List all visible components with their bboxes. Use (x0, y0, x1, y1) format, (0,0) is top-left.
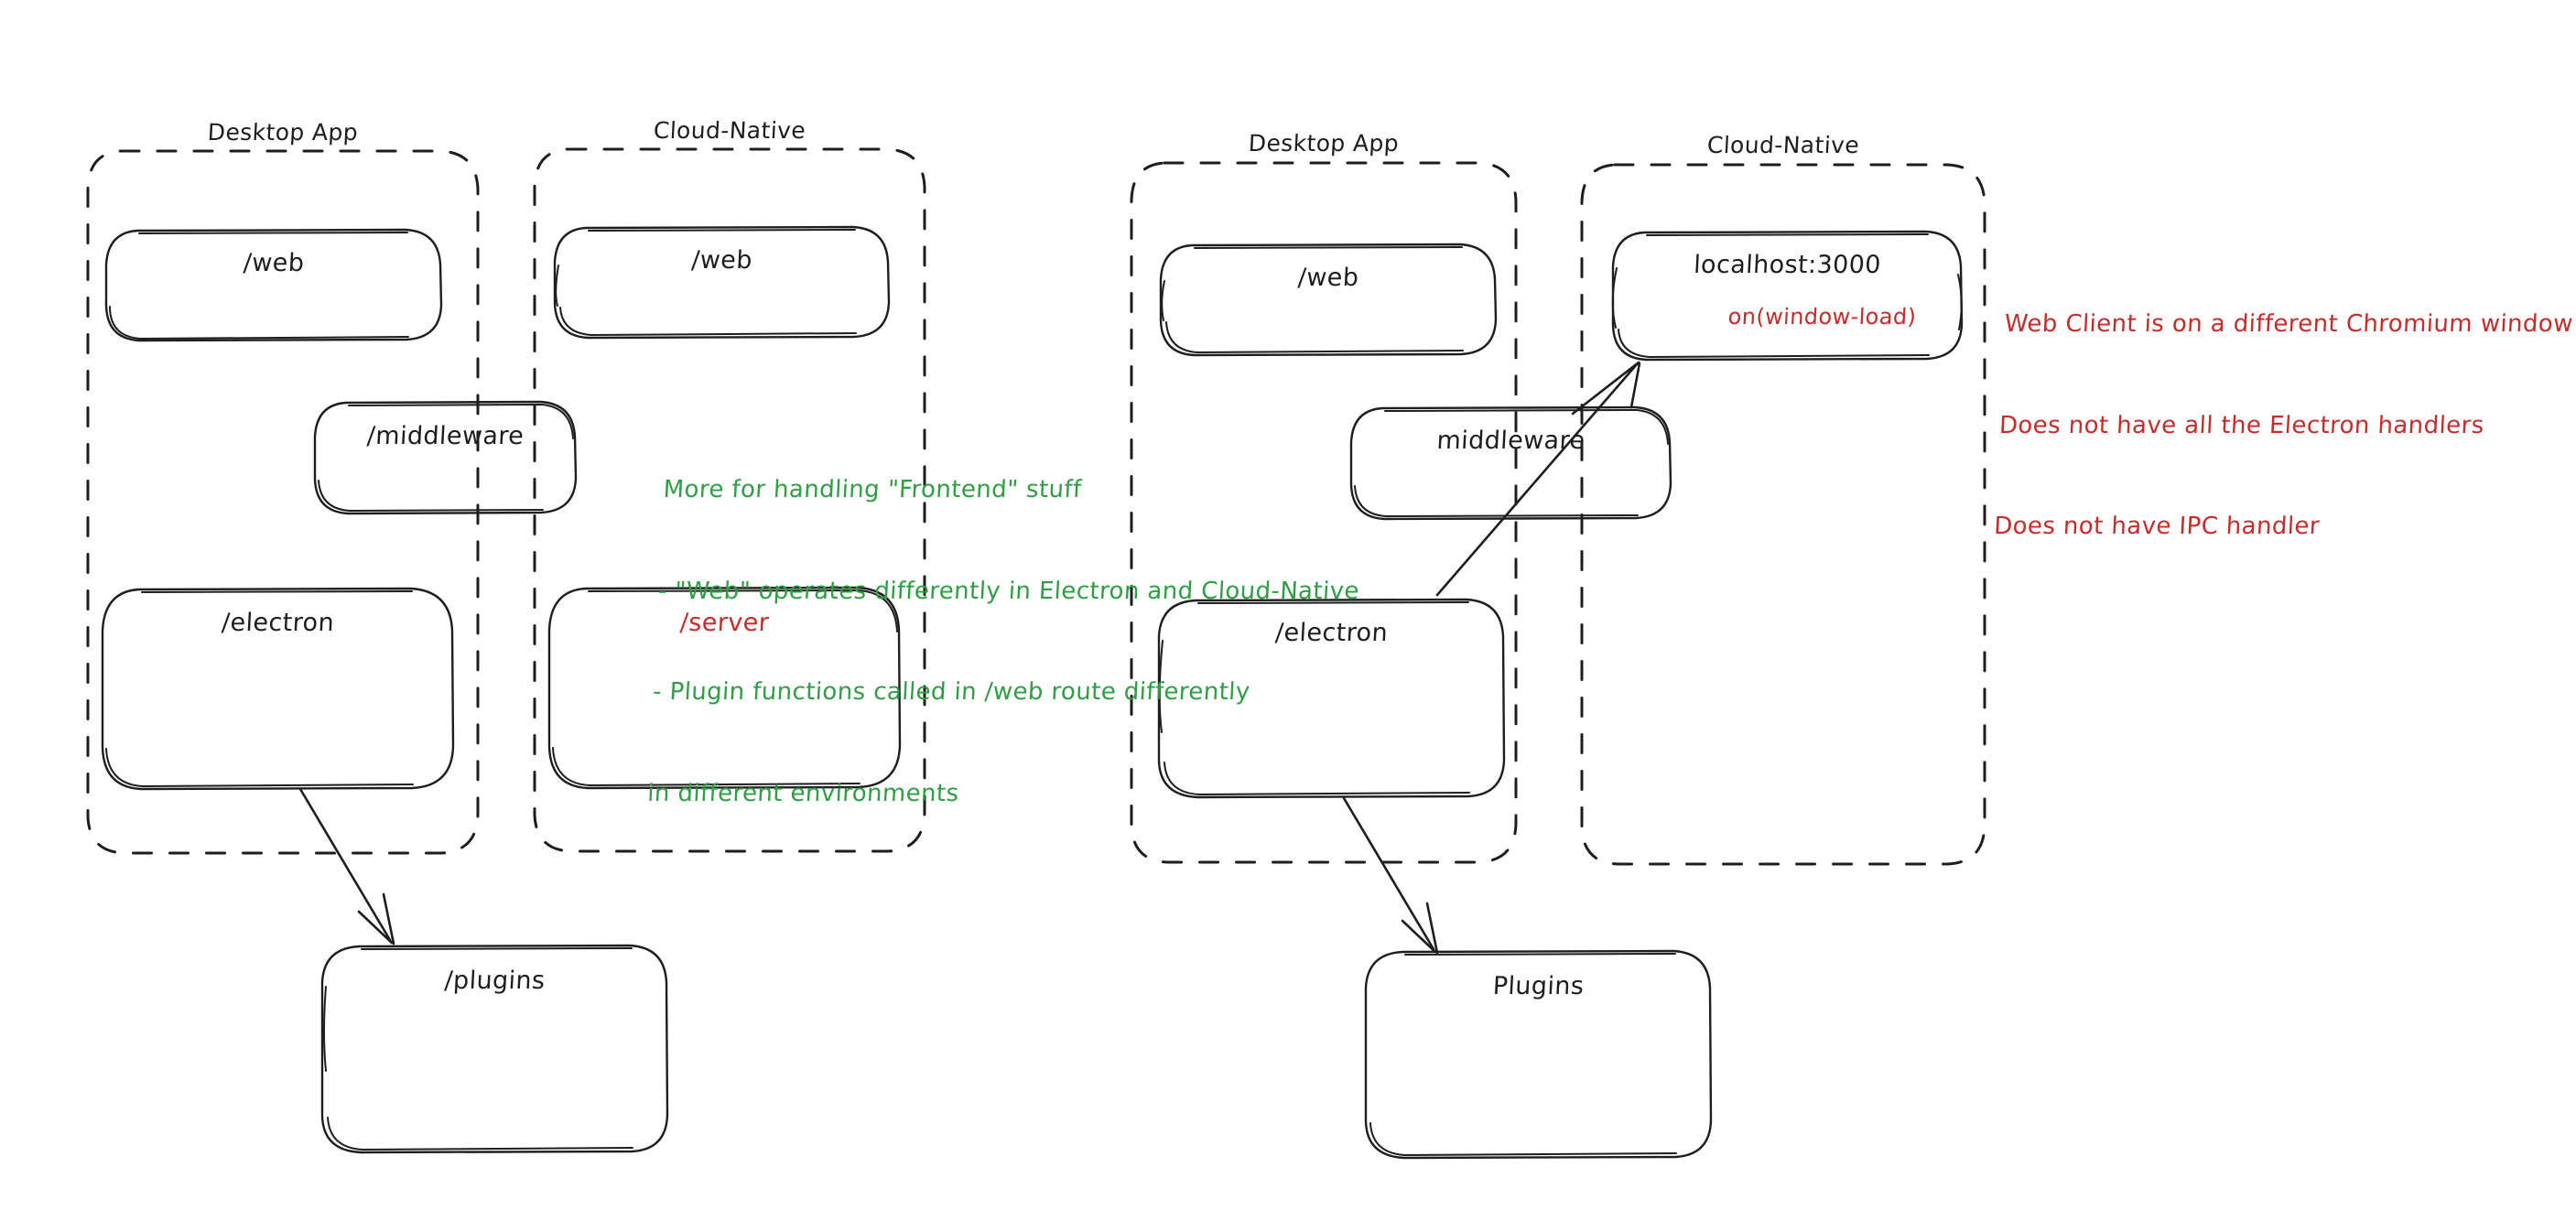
box-plugins-left-shadow (323, 947, 633, 1151)
note-frontend-line-2: - "Web" operates differently in Electron… (657, 577, 1360, 605)
box-web-desktop-left[interactable] (104, 228, 443, 342)
note-web-client-red: Web Client is on a different Chromium wi… (1989, 240, 2576, 611)
group-frame-cloud-native-left (533, 147, 926, 853)
box-web-desktop-left-shadow (109, 232, 409, 340)
box-label-electron-left: /electron (221, 609, 335, 637)
arrow-electron-to-localhost-right (1435, 362, 1639, 597)
box-web-desktop-right-shadow (1161, 246, 1464, 353)
group-title-desktop-app-right: Desktop App (1248, 130, 1400, 157)
box-middleware-right[interactable] (1349, 405, 1672, 521)
box-label-web-desktop-right: /web (1296, 264, 1360, 292)
box-label-plugins-right: Plugins (1491, 972, 1586, 1000)
box-web-desktop-right[interactable] (1159, 243, 1498, 357)
note-frontend-line-4: in different environments (646, 779, 960, 807)
box-label-middleware-left: /middleware (366, 422, 525, 450)
box-middleware-left[interactable] (313, 400, 578, 515)
group-title-desktop-app-left: Desktop App (207, 119, 359, 146)
arrow-head-electron-to-plugins-right (1401, 902, 1439, 955)
note-web-client-line-3: Does not have IPC handler (1993, 513, 2321, 541)
arrow-electron-to-plugins-right (1342, 796, 1435, 951)
box-label-web-desktop-left: /web (242, 249, 306, 277)
note-frontend-line-3: - Plugin functions called in /web route … (652, 678, 1251, 707)
box-plugins-right[interactable] (1364, 949, 1713, 1160)
box-web-cloud-left-shadow (555, 229, 857, 336)
box-middleware-right-shadow (1354, 409, 1669, 517)
box-middleware-left-shadow (318, 404, 574, 512)
box-web-cloud-left[interactable] (553, 225, 891, 340)
box-server-left-shadow (552, 589, 898, 786)
box-label-web-cloud-left: /web (690, 246, 753, 275)
box-server-left[interactable] (547, 586, 902, 790)
note-web-client-line-2: Does not have all the Electron handlers (1998, 411, 2485, 439)
box-sublabel-on-window-load: on(window-load) (1726, 304, 1918, 330)
group-title-cloud-native-right: Cloud-Native (1706, 132, 1860, 158)
box-electron-left-shadow (105, 590, 414, 787)
group-frame-desktop-app-left (86, 149, 480, 855)
group-title-cloud-native-left: Cloud-Native (653, 117, 806, 144)
box-plugins-left[interactable] (320, 944, 669, 1154)
box-localhost-3000-right-shadow (1611, 233, 1963, 358)
box-electron-left[interactable] (101, 587, 455, 791)
note-web-client-line-1: Web Client is on a different Chromium wi… (2004, 309, 2574, 338)
group-frame-cloud-native-right (1580, 163, 1986, 866)
box-label-middleware-right: middleware (1435, 427, 1586, 455)
box-label-plugins-left: /plugins (443, 967, 547, 995)
box-plugins-right-shadow (1369, 953, 1677, 1156)
arrow-head-electron-to-plugins-left (357, 892, 395, 946)
box-label-electron-right: /electron (1274, 619, 1389, 647)
note-frontend-line-1: More for handling "Frontend" stuff (662, 475, 1083, 503)
box-label-localhost-3000: localhost:3000 (1693, 251, 1882, 279)
arrow-electron-to-plugins-left (298, 787, 392, 942)
box-localhost-3000-right[interactable] (1611, 230, 1964, 362)
box-electron-right[interactable] (1157, 598, 1506, 799)
group-frame-desktop-app-right (1130, 161, 1518, 864)
arrow-head-electron-to-localhost-right (1571, 361, 1641, 416)
box-electron-right-shadow (1158, 601, 1470, 795)
